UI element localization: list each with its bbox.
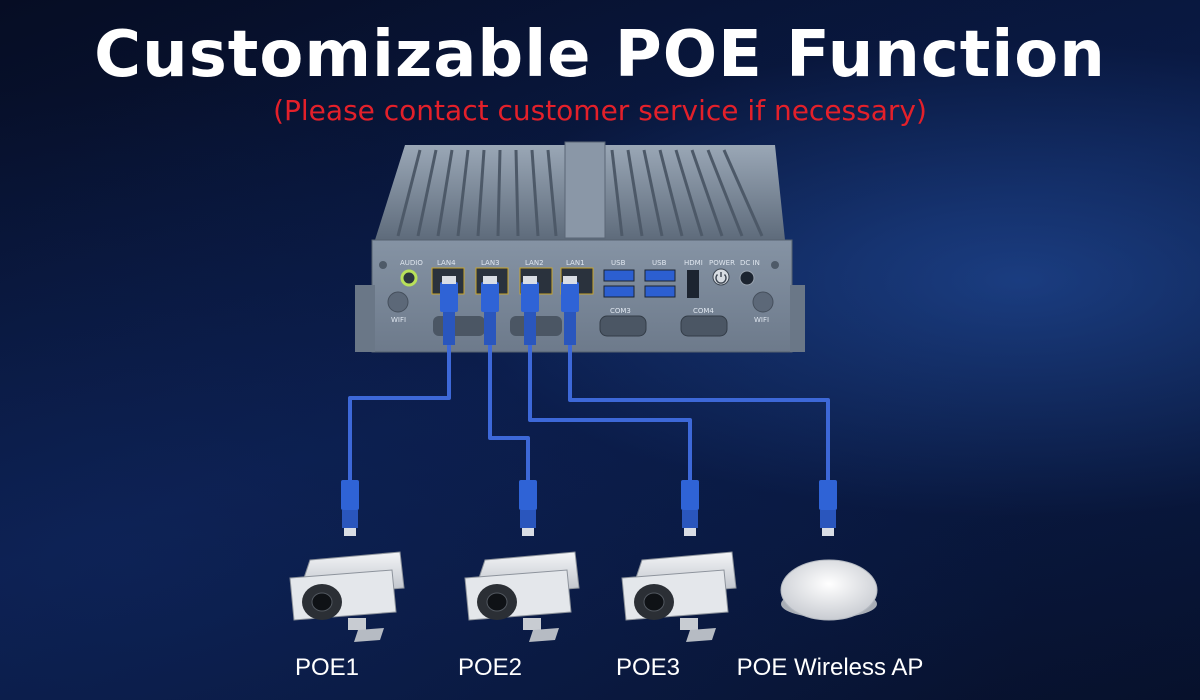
power-symbol-icon — [715, 272, 727, 284]
wifi-antenna-port — [387, 291, 409, 313]
endpoint-label-poe2: POE2 — [457, 654, 523, 681]
right-ear — [790, 285, 805, 352]
security-camera-icon — [621, 551, 737, 642]
com4-port — [680, 315, 728, 337]
hdmi-label: HDMI — [684, 259, 703, 267]
ethernet-cables — [348, 345, 830, 482]
screw-icon — [379, 261, 387, 269]
usb-port — [644, 285, 676, 298]
usb-label-2: USB — [652, 259, 667, 267]
wireless-access-point-icon — [780, 559, 878, 621]
endpoint-label-poe3: POE3 — [615, 654, 681, 681]
cable-poe3 — [528, 345, 692, 482]
mini-pc-device: AUDIO WIFI LAN4 LAN3 LAN2 LAN1 USB USB H… — [355, 141, 805, 353]
com3-label: COM3 — [610, 307, 631, 315]
lan3-label: LAN3 — [481, 259, 500, 267]
screw-icon — [771, 261, 779, 269]
lan2-label: LAN2 — [525, 259, 544, 267]
usb-port — [644, 269, 676, 282]
center-rib — [564, 141, 606, 239]
dcin-label: DC IN — [740, 259, 760, 267]
com3-port — [599, 315, 647, 337]
com4-label: COM4 — [693, 307, 714, 315]
cable-poe2 — [488, 345, 530, 482]
front-panel — [371, 239, 793, 353]
page-subtitle: (Please contact customer service if nece… — [273, 94, 927, 127]
lan4-label: LAN4 — [437, 259, 456, 267]
page-title: Customizable POE Function — [94, 18, 1106, 92]
security-camera-icon — [464, 551, 580, 642]
wifi-label-left: WIFI — [391, 316, 406, 324]
dc-in-port — [739, 270, 755, 286]
left-ear — [355, 285, 375, 352]
com-port-left — [433, 316, 485, 336]
endpoint-label-poe1: POE1 — [294, 654, 360, 681]
lan1-label: LAN1 — [566, 259, 585, 267]
security-camera-icon — [289, 551, 405, 642]
usb-port — [603, 269, 635, 282]
usb-port — [603, 285, 635, 298]
usb-label-1: USB — [611, 259, 626, 267]
power-label: POWER — [709, 259, 735, 267]
cable-poe1 — [348, 345, 451, 482]
audio-port — [400, 269, 418, 287]
endpoint-label-poe-ap: POE Wireless AP — [736, 654, 924, 681]
wifi-label-right: WIFI — [754, 316, 769, 324]
rj45-plugs-endpoints — [341, 480, 837, 536]
wifi-antenna-port — [752, 291, 774, 313]
rj45-plugs-device — [440, 276, 579, 345]
cable-poe-ap — [568, 345, 830, 482]
audio-label: AUDIO — [400, 259, 423, 267]
hdmi-port — [687, 270, 699, 298]
heatsink-fins — [396, 149, 764, 237]
